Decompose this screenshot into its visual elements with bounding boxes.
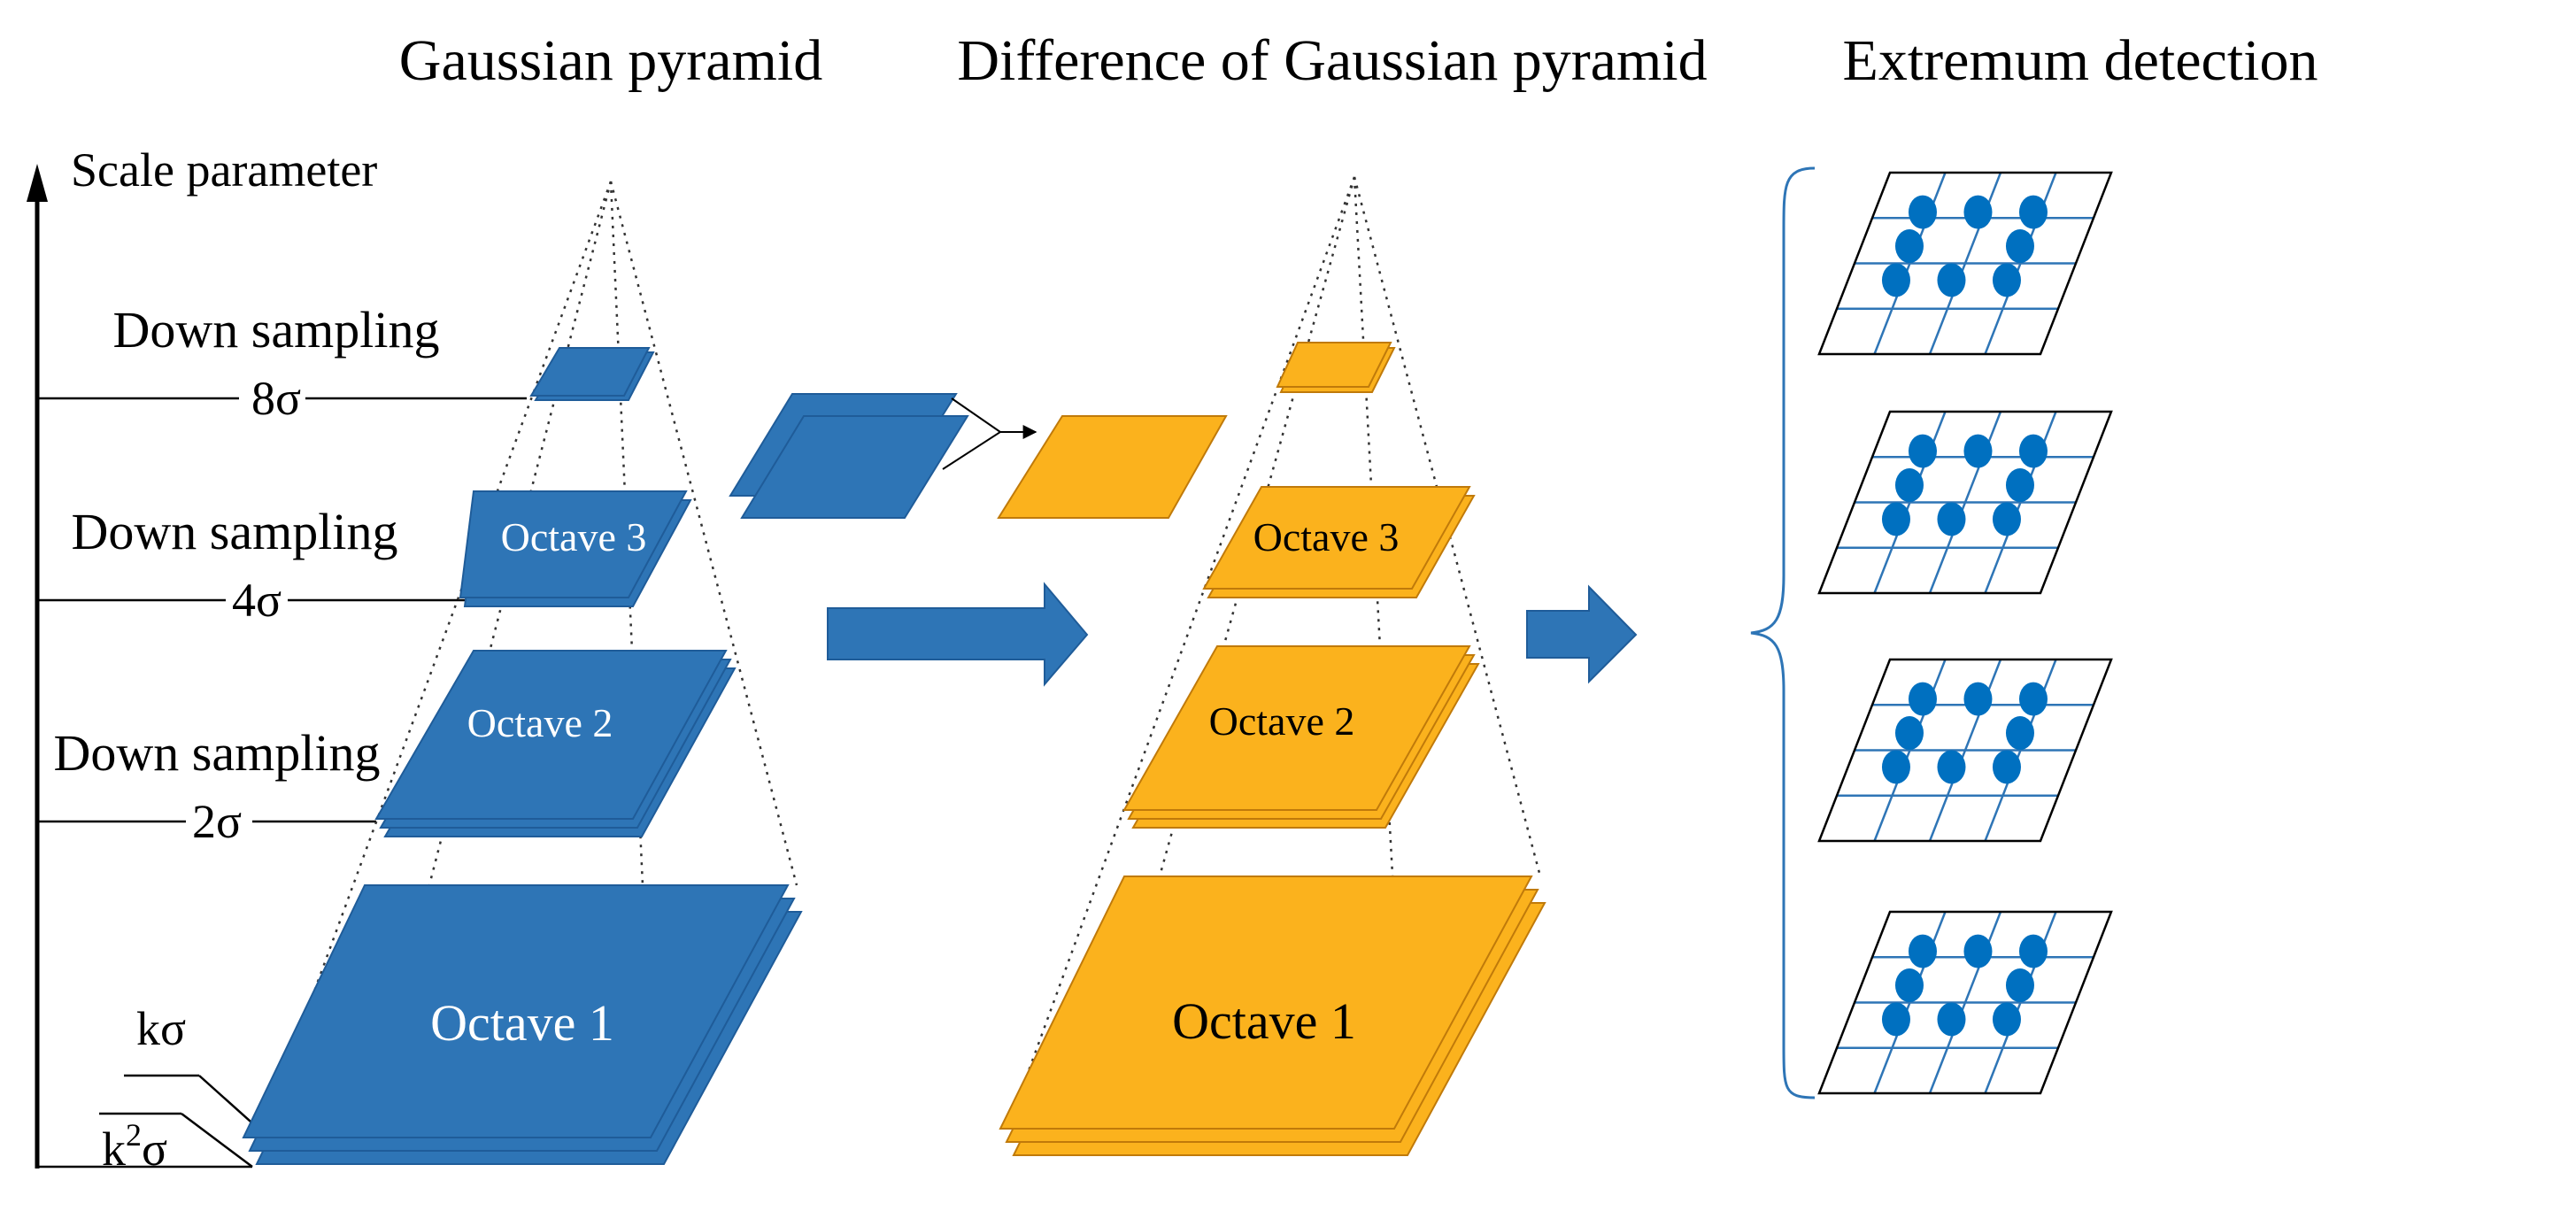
gaussian-octave-3: Octave 3 <box>459 490 692 607</box>
neighbor-point <box>2005 468 2034 503</box>
neighbor-point <box>1908 434 1937 468</box>
neighbor-point <box>1894 229 1924 264</box>
neighbor-point <box>2005 229 2034 264</box>
neighbor-point <box>1937 502 1966 536</box>
neighbor-point <box>1963 434 1993 468</box>
dog-top-layer <box>1276 342 1396 393</box>
extremum-grid <box>1817 171 2113 356</box>
scale-axis-label: Scale parameter <box>71 143 377 197</box>
down-sampling-label: Down sampling <box>113 301 440 359</box>
neighbor-point <box>1992 502 2021 536</box>
neighbor-point <box>1894 716 1924 751</box>
gaussian-pyramid: Octave 1 Octave 2 Octave 3 <box>242 347 803 1165</box>
neighbor-point <box>1881 502 1910 536</box>
neighbor-point <box>2018 195 2048 229</box>
gaussian-octave-1: Octave 1 <box>242 884 803 1165</box>
dog-octave-3-label: Octave 3 <box>1253 514 1400 559</box>
blue-layer-front <box>740 415 969 519</box>
gaussian-octave-2: Octave 2 <box>374 650 737 837</box>
scale-label-4sigma: 4σ <box>232 574 282 627</box>
scale-level-8sigma: Down sampling 8σ <box>37 301 527 425</box>
neighbor-point <box>1908 934 1937 968</box>
neighbor-point <box>1963 195 1993 229</box>
neighbor-point <box>1937 263 1966 297</box>
neighbor-point <box>1963 934 1993 968</box>
neighbor-point <box>1992 263 2021 297</box>
k2-sigma-label: k2σ <box>102 1117 167 1176</box>
neighbor-point <box>1881 1002 1910 1037</box>
extremum-grid <box>1817 410 2113 595</box>
neighbor-point <box>1937 1002 1966 1037</box>
neighbor-point <box>2018 434 2048 468</box>
curly-brace <box>1750 166 1816 1099</box>
scale-level-4sigma: Down sampling 4σ <box>37 503 465 627</box>
dog-pyramid-heading: Difference of Gaussian pyramid <box>957 28 1707 93</box>
gaussian-octave-3-label: Octave 3 <box>501 514 647 559</box>
neighbor-point <box>2018 682 2048 716</box>
scale-level-2sigma: Down sampling 2σ <box>37 724 380 848</box>
dog-octave-1: Octave 1 <box>999 875 1546 1156</box>
down-sampling-label: Down sampling <box>54 724 381 782</box>
extremum-detection-heading: Extremum detection <box>1843 28 2318 93</box>
dog-octave-3: Octave 3 <box>1202 486 1476 598</box>
neighbor-point <box>2005 968 2034 1003</box>
orange-difference-layer <box>997 415 1228 519</box>
dog-octave-2-label: Octave 2 <box>1209 698 1355 744</box>
neighbor-point <box>1963 682 1993 716</box>
block-arrow-to-extremum <box>1526 584 1638 684</box>
dog-octave-2: Octave 2 <box>1122 645 1480 829</box>
dog-octave-1-label: Octave 1 <box>1172 992 1356 1050</box>
block-arrow-to-dog <box>827 582 1089 687</box>
neighbor-point <box>1894 968 1924 1003</box>
gaussian-top-layer <box>529 347 655 401</box>
scale-label-2sigma: 2σ <box>192 795 242 848</box>
extremum-grid <box>1817 658 2113 843</box>
neighbor-point <box>1881 263 1910 297</box>
k-sigma-labels: kσ k2σ <box>37 1002 259 1176</box>
neighbor-point <box>1881 750 1910 784</box>
difference-operation <box>729 393 1228 519</box>
k-sigma-label: kσ <box>136 1002 186 1055</box>
neighbor-point <box>2018 934 2048 968</box>
extremum-grids <box>1817 171 2113 1095</box>
gaussian-pyramid-heading: Gaussian pyramid <box>399 28 822 93</box>
dog-pyramid: Octave 1 Octave 2 Octave 3 <box>999 342 1546 1156</box>
scale-label-8sigma: 8σ <box>251 372 301 425</box>
neighbor-point <box>1908 195 1937 229</box>
scale-axis-arrowhead <box>27 164 48 202</box>
neighbor-point <box>2005 716 2034 751</box>
neighbor-point <box>1937 750 1966 784</box>
gaussian-octave-1-label: Octave 1 <box>430 994 614 1052</box>
neighbor-point <box>1894 468 1924 503</box>
neighbor-point <box>1908 682 1937 716</box>
down-sampling-label: Down sampling <box>72 503 398 560</box>
neighbor-point <box>1992 750 2021 784</box>
neighbor-point <box>1992 1002 2021 1037</box>
extremum-grid <box>1817 910 2113 1095</box>
scale-axis: Scale parameter <box>27 143 377 1169</box>
gaussian-octave-2-label: Octave 2 <box>467 700 613 745</box>
